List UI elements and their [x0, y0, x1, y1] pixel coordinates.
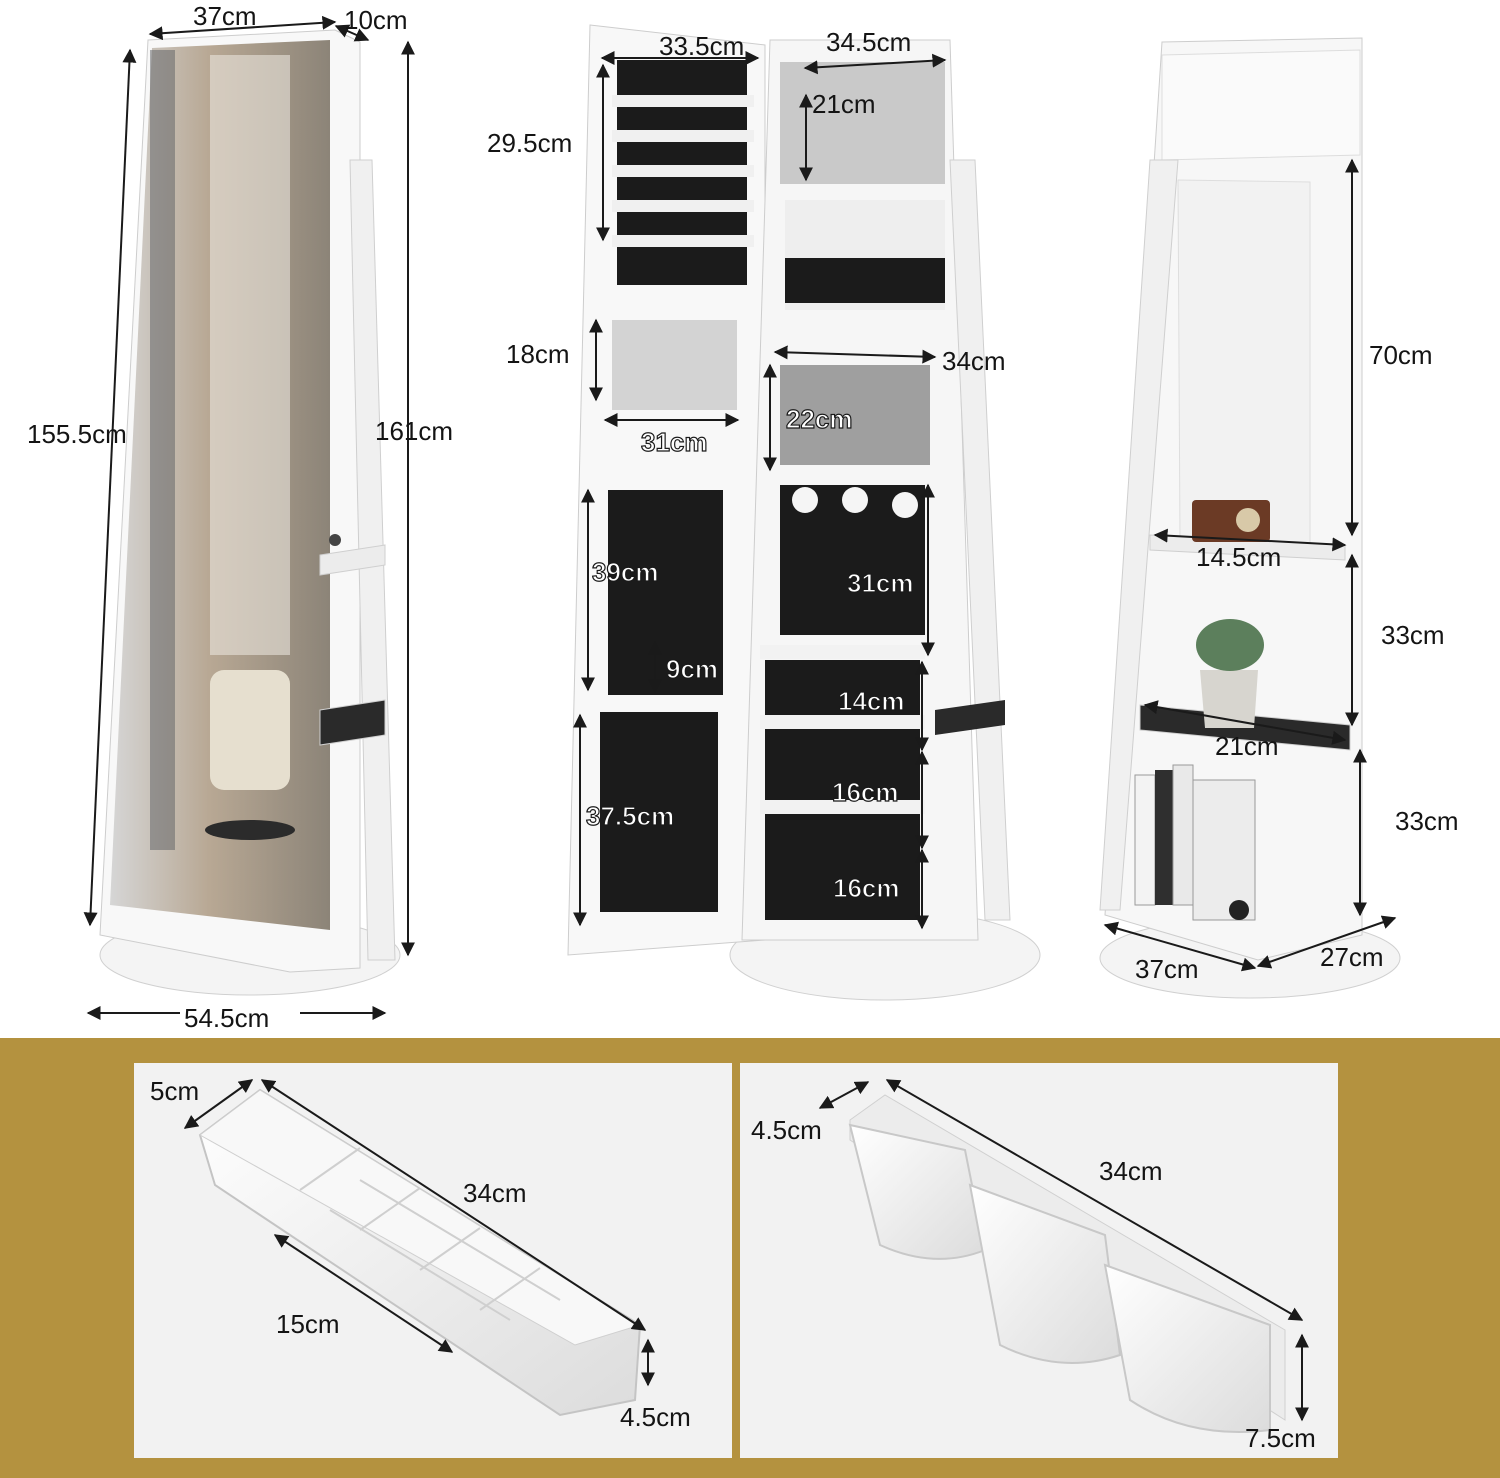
cabinet-shelf-1-label: 14cm — [837, 686, 905, 716]
organizer-right-height-label: 7.5cm — [1245, 1423, 1316, 1453]
back-bottom-height-label: 33cm — [1395, 806, 1459, 836]
front-mirror-height-label: 155.5cm — [27, 419, 127, 449]
book-stack — [1192, 779, 1256, 921]
front-top-width-label: 37cm — [193, 1, 257, 31]
chair-reflection — [210, 670, 290, 790]
door-top-width-label: 33.5cm — [659, 31, 745, 61]
small-mirror-height-label: 21cm — [812, 89, 876, 119]
back-base-depth-label: 27cm — [1320, 942, 1384, 972]
organizer-left-height-label: 4.5cm — [620, 1402, 691, 1432]
upper-jewelry-height-label: 29.5cm — [487, 128, 573, 158]
back-shelf-depth-label: 14.5cm — [1196, 542, 1282, 572]
organizer-left-depth-label: 5cm — [150, 1076, 200, 1106]
back-middle-height-label: 33cm — [1381, 620, 1445, 650]
door-window-height-label: 18cm — [506, 339, 570, 369]
organizer-left-inner-length-label: 15cm — [276, 1309, 340, 1339]
door-middle-height-label: 39cm — [591, 557, 659, 587]
door-window-width-label: 31cm — [640, 427, 708, 457]
lock-icon — [329, 534, 341, 546]
back-upper-height-label: 70cm — [1369, 340, 1433, 370]
organizer-cups-right — [848, 1094, 1286, 1433]
door-lower-height-label: 37.5cm — [585, 801, 675, 831]
inner-mirror-height-label: 22cm — [785, 404, 853, 434]
hook-gap-label: 9cm — [665, 654, 719, 684]
cabinet-top-width-label: 34.5cm — [826, 27, 912, 57]
organizer-right-depth-label: 4.5cm — [751, 1115, 822, 1145]
front-depth-label: 10cm — [344, 5, 408, 35]
organizer-right-length-label: 34cm — [1099, 1156, 1163, 1186]
back-base-width-label: 37cm — [1135, 954, 1199, 984]
back-view-cabinet — [1099, 37, 1401, 999]
back-lower-shelf-depth-label: 21cm — [1215, 731, 1279, 761]
open-view-cabinet — [567, 24, 1041, 1001]
cabinet-shelf-2-label: 16cm — [831, 777, 899, 807]
front-view-cabinet — [99, 29, 401, 996]
front-base-diameter-label: 54.5cm — [184, 1003, 270, 1033]
door-window — [612, 320, 737, 410]
front-total-height-label: 161cm — [375, 416, 454, 446]
shelf-width-label: 34cm — [942, 346, 1006, 376]
cabinet-upper-height-label: 31cm — [846, 568, 914, 598]
organizer-tray-left — [198, 1088, 642, 1417]
plant-leaves — [1196, 619, 1264, 671]
cabinet-shelf-3-label: 16cm — [832, 873, 900, 903]
organizer-left-length-label: 34cm — [463, 1178, 527, 1208]
